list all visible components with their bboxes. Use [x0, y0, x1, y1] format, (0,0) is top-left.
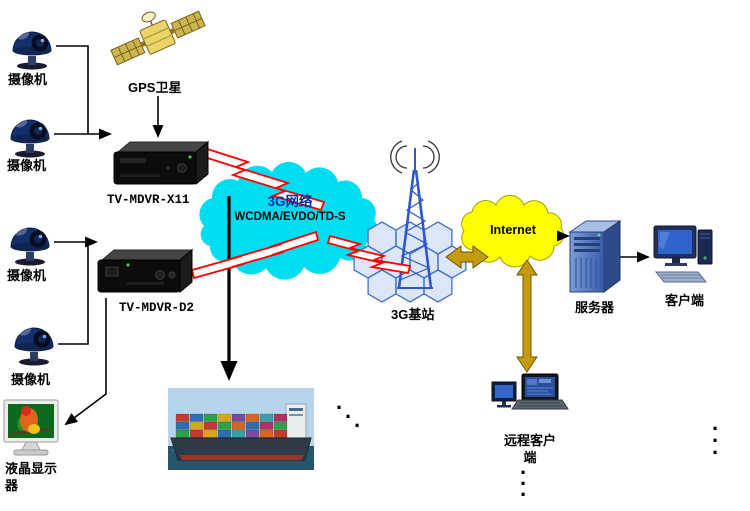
mdvrd2-to-lcd-arrow [64, 298, 107, 426]
server-label: 服务器 [575, 300, 615, 315]
basestation-internet-double-arrow [445, 245, 489, 269]
camera-label: 摄像机 [7, 158, 47, 173]
ellipsis-dot: · [345, 404, 353, 429]
ellipsis-dot: · [520, 482, 528, 507]
cell-network-hexagons [353, 221, 467, 303]
lightning-bolt-x11-to-cloud [193, 144, 326, 212]
wireless-lightning-links [190, 144, 412, 280]
remote-client-label: 远程客户端 [503, 433, 556, 465]
mdvr-d2-label: TV-MDVR-D2 [119, 301, 195, 315]
camera-icon [6, 110, 58, 158]
lightning-bolt-cloud-to-basestation [326, 234, 412, 275]
camera1-feed-line [56, 45, 89, 134]
camera4-feed-line [58, 242, 89, 345]
ellipsis-dot: · [520, 460, 528, 485]
camera-icon [8, 22, 60, 70]
cloud-3g-title: 3G网络 [267, 194, 313, 209]
cargo-ship-image [168, 388, 314, 470]
mdvr-x11-device-icon [110, 136, 212, 192]
internet-label: Internet [490, 223, 536, 237]
connector-arrows [54, 45, 650, 426]
camera-icon [10, 318, 62, 366]
server-icon [568, 220, 622, 293]
ellipsis-dot: · [336, 395, 344, 420]
internet-cloud-shape [461, 194, 565, 268]
mdvr-x11-label: TV-MDVR-X11 [107, 193, 190, 207]
cloud-3g-subtitle: WCDMA/EVDO/TD-S [234, 211, 346, 223]
lcd-monitor-label: 液晶显示器 [5, 461, 58, 493]
remote-client-icon [490, 372, 570, 432]
client-label: 客户端 [665, 293, 705, 308]
camera-icon [6, 218, 58, 266]
base-station-label: 3G基站 [391, 307, 435, 322]
ellipsis-dot: · [712, 428, 720, 453]
gold-double-arrows [445, 245, 538, 373]
gps-satellite-icon [108, 2, 208, 74]
camera-label: 摄像机 [7, 268, 47, 283]
cloud-3g-shape [199, 161, 378, 280]
ellipsis-dot: · [712, 440, 720, 465]
camera-label: 摄像机 [8, 72, 48, 87]
client-pc-icon [652, 222, 716, 288]
ellipsis-dot: · [354, 413, 362, 438]
lcd-monitor-icon [2, 398, 64, 460]
mdvr-d2-device-icon [94, 244, 196, 300]
antenna-signal-waves-icon [390, 140, 440, 174]
lightning-bolt-d2-to-cloud [190, 230, 320, 280]
ellipsis-dot: · [712, 416, 720, 441]
internet-remoteclient-double-arrow [516, 259, 538, 373]
camera-label: 摄像机 [11, 372, 51, 387]
ellipsis-dot: · [520, 471, 528, 496]
gps-label: GPS卫星 [128, 80, 182, 95]
